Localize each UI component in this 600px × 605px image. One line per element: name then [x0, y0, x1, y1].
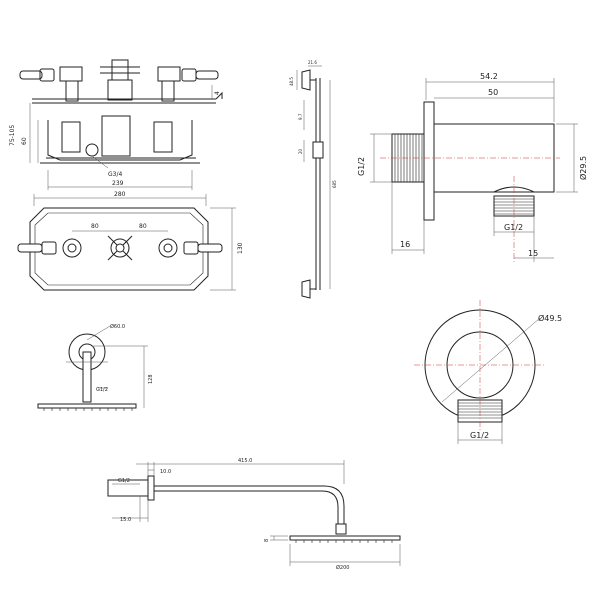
- front-right-lever: [158, 238, 223, 258]
- dim-15: 15: [528, 249, 538, 258]
- left-lever-handle: [19, 66, 83, 102]
- dim-g3-4: G3/4: [108, 171, 122, 178]
- dim-rail-a: 48.5: [289, 77, 294, 86]
- dim-15-arm: 15.0: [120, 517, 131, 523]
- valve-top-view: 4 75-105 60 G3/4 239: [9, 59, 223, 190]
- dim-rail-top: 21.6: [308, 60, 317, 65]
- center-cross-handle: [100, 59, 140, 101]
- dim-dia29-5: Ø29.5: [578, 156, 588, 180]
- dim-80a: 80: [91, 223, 99, 230]
- dim-dia60: Ø60.0: [110, 323, 125, 330]
- right-lever-handle: [157, 66, 219, 102]
- ceiling-shower-head: Ø60.0 G1/2 128: [37, 323, 154, 411]
- dim-280: 280: [114, 191, 126, 198]
- dim-g1-2-bottom: G1/2: [504, 223, 523, 232]
- dim-rail-length: 685: [332, 180, 337, 188]
- dim-rail-c: 20: [298, 148, 303, 154]
- dim-8: 8: [264, 539, 270, 542]
- dim-54-2: 54.2: [480, 72, 498, 81]
- dim-60: 60: [21, 137, 28, 145]
- dim-16: 16: [400, 240, 410, 249]
- valve-front-view: 280 80 80 130: [17, 191, 244, 291]
- dim-130: 130: [237, 242, 244, 254]
- front-left-lever: [17, 238, 82, 258]
- front-center-cross: [107, 235, 133, 261]
- dim-50: 50: [488, 88, 498, 97]
- dim-g1-2-left: G1/2: [357, 157, 366, 176]
- dim-75-105: 75-105: [9, 125, 16, 146]
- dim-g1-2-ceiling: G1/2: [96, 387, 108, 393]
- dim-dia49-5: Ø49.5: [538, 313, 562, 323]
- wall-arm-shower: 415.0 10.0 G1/2 15.0 8 Ø200: [107, 458, 401, 571]
- slide-rail: 21.6 48.5 9.7 20 685: [289, 60, 337, 299]
- dim-g1-2-arm: G1/2: [118, 478, 130, 484]
- dim-415: 415.0: [238, 458, 252, 464]
- dim-4: 4: [214, 91, 221, 95]
- dim-239: 239: [112, 180, 124, 187]
- dim-g1-2-front: G1/2: [470, 431, 489, 440]
- wall-outlet-side-view: 54.2 50 G1/2 Ø29.5 16 G1/2 15: [357, 72, 588, 262]
- dim-dia200: Ø200: [336, 564, 349, 571]
- wall-outlet-front-view: Ø49.5 G1/2: [414, 300, 562, 444]
- dim-80b: 80: [139, 223, 147, 230]
- dim-rail-b: 9.7: [298, 113, 303, 120]
- dim-128: 128: [148, 374, 154, 384]
- dim-10: 10.0: [160, 469, 171, 475]
